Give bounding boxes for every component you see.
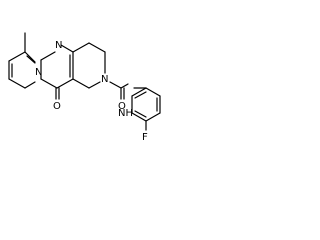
bond — [40, 51, 56, 61]
atom-label-n: N — [35, 67, 42, 78]
bond — [24, 81, 36, 89]
fluorophenyl-ring — [131, 87, 161, 131]
bond — [145, 87, 161, 97]
bond — [56, 78, 74, 89]
bond — [88, 42, 106, 53]
bond — [72, 78, 90, 89]
molecular-structure-drawing: N N O N O NH F — [8, 32, 161, 143]
bond — [40, 78, 58, 89]
bond — [88, 81, 101, 89]
piperidine-ring — [72, 42, 106, 89]
atom-label-o: O — [118, 101, 126, 112]
atom-label-nh: NH — [118, 108, 133, 119]
pyrimidinone-ring — [40, 44, 74, 100]
bond — [120, 83, 129, 89]
bond — [134, 91, 147, 99]
atom-label-n: N — [101, 74, 108, 85]
bond — [24, 51, 36, 63]
atom-label-n: N — [55, 40, 62, 51]
bond — [8, 51, 26, 62]
atom-label-f: F — [142, 132, 148, 143]
bond — [131, 87, 147, 97]
atom-label-o: O — [53, 101, 61, 112]
bond — [131, 112, 147, 122]
bond — [26, 55, 36, 64]
bond — [60, 44, 74, 53]
bond — [8, 78, 26, 89]
bond — [72, 42, 90, 53]
bond — [134, 110, 147, 118]
bond — [109, 81, 122, 89]
bond — [145, 112, 161, 122]
carboxamide — [109, 81, 129, 100]
pyridine-ring — [8, 32, 36, 89]
